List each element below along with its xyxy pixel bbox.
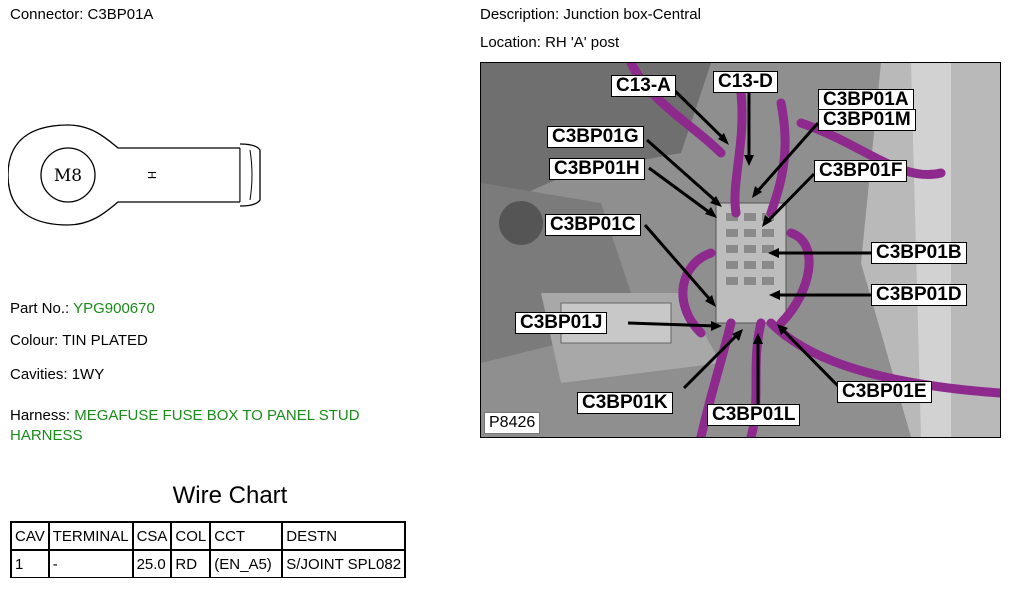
part-number-field: Part No.: YPG900670 bbox=[10, 300, 155, 317]
cavities-field: Cavities: 1WY bbox=[10, 366, 104, 383]
connector-label: Connector: bbox=[10, 6, 84, 23]
harness-value-line2: HARNESS bbox=[10, 427, 83, 444]
cell-cav: 1 bbox=[10, 549, 50, 578]
colour-field: Colour: TIN PLATED bbox=[10, 332, 148, 349]
header-destn: DESTN bbox=[281, 521, 407, 551]
connector-value: C3BP01A bbox=[87, 6, 154, 23]
colour-value: TIN PLATED bbox=[62, 332, 148, 349]
cell-cct: (EN_A5) bbox=[209, 549, 284, 578]
description-label: Description: bbox=[480, 6, 560, 23]
cell-terminal: - bbox=[47, 549, 134, 578]
callout-c3bp01e: C3BP01E bbox=[837, 381, 932, 403]
callout-c3bp01f: C3BP01F bbox=[814, 160, 908, 182]
wire-chart-title: Wire Chart bbox=[172, 482, 288, 509]
wire-chart-header-row: CAV TERMINAL CSA COL CCT DESTN bbox=[10, 521, 407, 551]
callout-c3bp01a: C3BP01A bbox=[818, 89, 914, 111]
callout-c3bp01b: C3BP01B bbox=[871, 242, 967, 264]
cell-csa: 25.0 bbox=[131, 549, 173, 578]
harness-value-line1: MEGAFUSE FUSE BOX TO PANEL STUD bbox=[74, 407, 360, 424]
header-terminal: TERMINAL bbox=[47, 521, 134, 551]
callout-c3bp01m: C3BP01M bbox=[818, 109, 916, 131]
ring-terminal-drawing: M8 H bbox=[7, 120, 268, 234]
harness-field: Harness: MEGAFUSE FUSE BOX TO PANEL STUD… bbox=[10, 406, 360, 446]
cavities-label: Cavities: bbox=[10, 366, 68, 383]
photo-reference-label: P8426 bbox=[484, 412, 541, 434]
location-label: Location: bbox=[480, 34, 541, 51]
part-number-label: Part No.: bbox=[10, 300, 70, 317]
callout-c3bp01d: C3BP01D bbox=[871, 284, 967, 306]
part-number-value: YPG900670 bbox=[73, 300, 155, 317]
header-cct: CCT bbox=[209, 521, 284, 551]
header-cav: CAV bbox=[10, 521, 50, 551]
harness-label: Harness: bbox=[10, 407, 71, 424]
header-csa: CSA bbox=[131, 521, 173, 551]
side-mark-text: H bbox=[145, 171, 158, 179]
callout-c13-a: C13-A bbox=[611, 75, 676, 97]
cell-col: RD bbox=[170, 549, 212, 578]
callout-c3bp01c: C3BP01C bbox=[545, 214, 641, 236]
callout-c13-d: C13-D bbox=[713, 71, 778, 93]
cavities-value: 1WY bbox=[71, 366, 105, 383]
stud-size-text: M8 bbox=[54, 166, 82, 186]
wire-chart-table: CAV TERMINAL CSA COL CCT DESTN 1 - 25.0 … bbox=[10, 521, 407, 578]
header-col: COL bbox=[170, 521, 212, 551]
callout-c3bp01h: C3BP01H bbox=[549, 158, 645, 180]
location-value: RH 'A' post bbox=[545, 34, 620, 51]
callout-c3bp01j: C3BP01J bbox=[515, 312, 608, 334]
callout-c3bp01k: C3BP01K bbox=[577, 392, 673, 414]
description-field: Description: Junction box-Central bbox=[480, 6, 701, 23]
cell-destn: S/JOINT SPL082 bbox=[281, 549, 407, 578]
callout-c3bp01l: C3BP01L bbox=[707, 404, 801, 426]
table-row: 1 - 25.0 RD (EN_A5) S/JOINT SPL082 bbox=[10, 549, 407, 578]
callout-c3bp01g: C3BP01G bbox=[547, 126, 644, 148]
location-field: Location: RH 'A' post bbox=[480, 34, 619, 51]
location-photo: C13-A C13-D C3BP01A C3BP01M C3BP01G C3BP… bbox=[480, 62, 1001, 438]
colour-label: Colour: bbox=[10, 332, 59, 349]
connector-field: Connector: C3BP01A bbox=[10, 6, 153, 23]
description-value: Junction box-Central bbox=[563, 6, 701, 23]
